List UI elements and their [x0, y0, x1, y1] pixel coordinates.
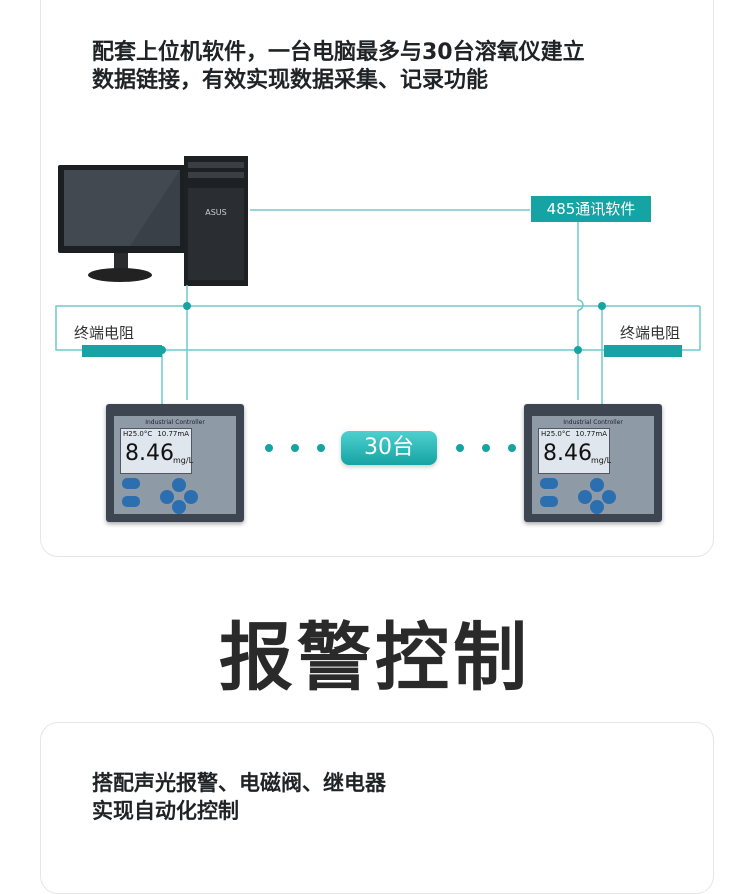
meter-temp: H25.0°C — [123, 430, 153, 438]
meter-value: 8.46 — [543, 441, 592, 466]
resistor-left-icon — [82, 345, 162, 357]
meter-screen: H25.0°C 10.77mA 8.46 mg/L — [120, 428, 194, 474]
meter-value: 8.46 — [125, 441, 174, 466]
meter-count-badge: 30台 — [341, 431, 437, 465]
network-diagram: ASUS — [55, 156, 701, 405]
arrow-down-icon — [590, 500, 604, 514]
arrow-up-icon — [172, 478, 186, 492]
meter-button-icon — [122, 478, 140, 489]
computer-tower-icon: ASUS — [184, 156, 248, 286]
svg-text:ASUS: ASUS — [205, 208, 226, 217]
meter-button-icon — [122, 496, 140, 507]
controller-meter-left: Industrial Controller H25.0°C 10.77mA 8.4… — [106, 404, 244, 522]
intro-text: 配套上位机软件，一台电脑最多与30台溶氧仪建立 数据链接，有效实现数据采集、记录… — [92, 39, 585, 95]
arrow-up-icon — [590, 478, 604, 492]
feature-text: 搭配声光报警、电磁阀、继电器 实现自动化控制 — [92, 769, 386, 825]
meter-unit: mg/L — [591, 456, 612, 465]
meter-current: 10.77mA — [575, 430, 607, 438]
arrow-left-icon — [160, 490, 174, 504]
meter-temp: H25.0°C — [541, 430, 571, 438]
ellipsis-dot — [317, 444, 325, 452]
ellipsis-dot — [456, 444, 464, 452]
resistor-label-right: 终端电阻 — [620, 324, 681, 342]
meter-button-icon — [540, 496, 558, 507]
controller-meter-right: Industrial Controller H25.0°C 10.77mA 8.4… — [524, 404, 662, 522]
resistor-label-left: 终端电阻 — [74, 324, 135, 342]
feature-line-2: 实现自动化控制 — [92, 799, 239, 823]
ellipsis-dot — [291, 444, 299, 452]
ellipsis-dot — [482, 444, 490, 452]
meter-brand: Industrial Controller — [145, 419, 205, 426]
meter-current: 10.77mA — [157, 430, 189, 438]
meter-button-icon — [540, 478, 558, 489]
section-title: 报警控制 — [219, 615, 531, 701]
computer-monitor-icon — [58, 165, 186, 282]
meter-screen: H25.0°C 10.77mA 8.46 mg/L — [538, 428, 612, 474]
intro-line-2: 数据链接，有效实现数据采集、记录功能 — [92, 68, 489, 93]
ellipsis-dot — [265, 444, 273, 452]
arrow-right-icon — [184, 490, 198, 504]
feature-line-1: 搭配声光报警、电磁阀、继电器 — [92, 771, 386, 795]
ellipsis-dot — [508, 444, 516, 452]
intro-line-1: 配套上位机软件，一台电脑最多与30台溶氧仪建立 — [92, 40, 585, 65]
arrow-down-icon — [172, 500, 186, 514]
arrow-left-icon — [578, 490, 592, 504]
meter-unit: mg/L — [173, 456, 194, 465]
resistor-right-icon — [604, 345, 682, 357]
software-label: 485通讯软件 — [531, 196, 651, 222]
meter-brand: Industrial Controller — [563, 419, 623, 426]
arrow-right-icon — [602, 490, 616, 504]
